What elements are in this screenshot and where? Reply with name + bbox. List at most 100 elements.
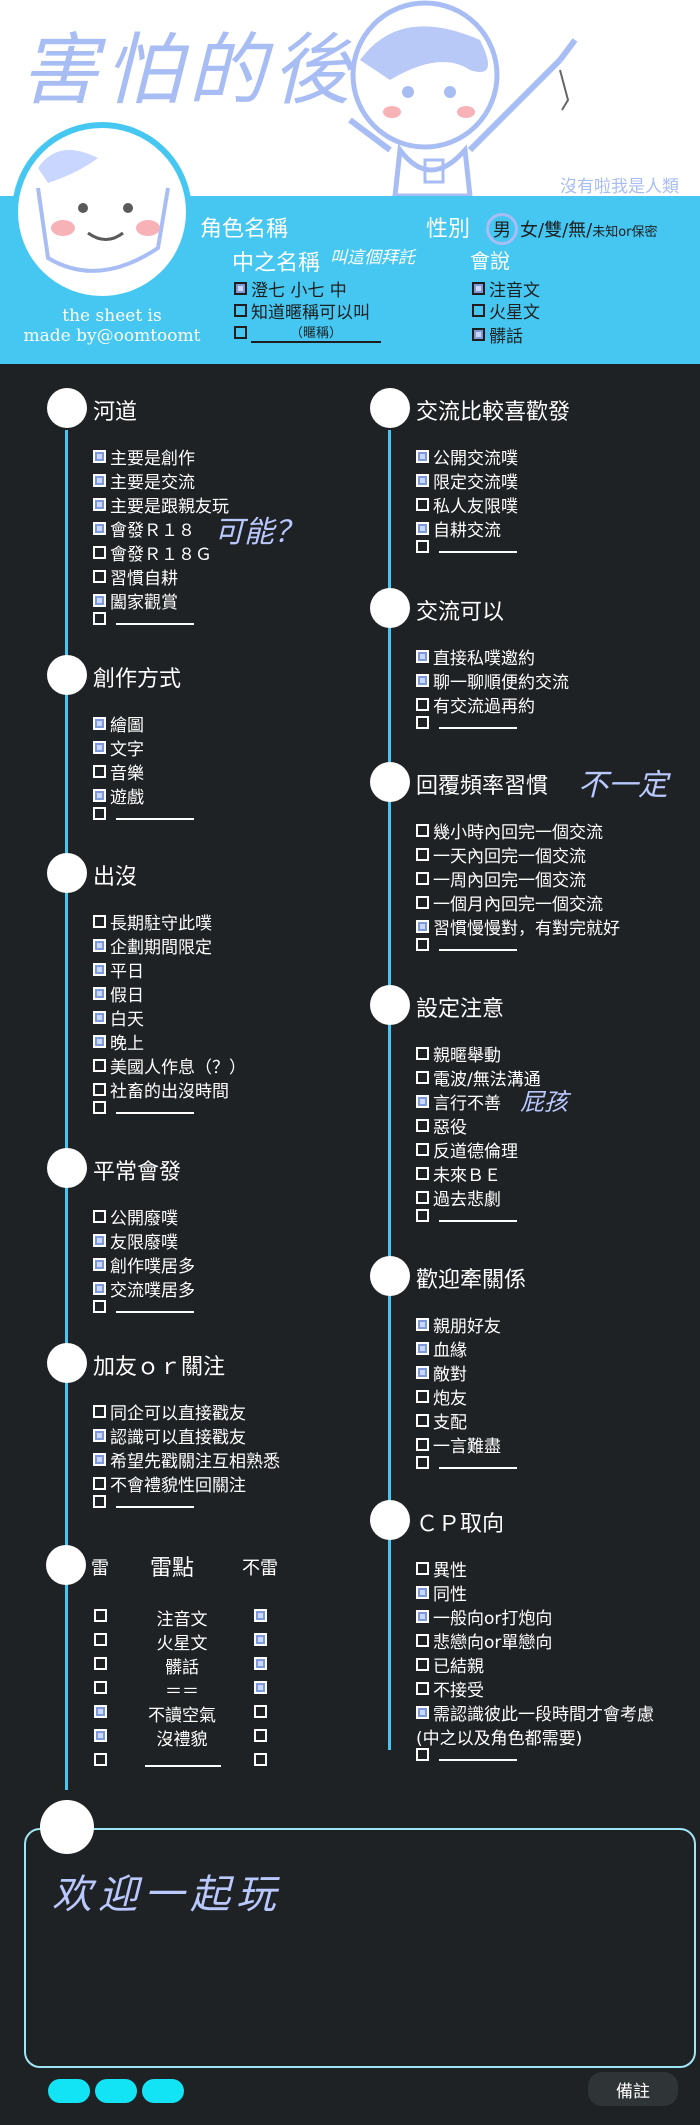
thunder-checkbox[interactable] <box>94 1657 107 1670</box>
checkbox[interactable] <box>93 1035 106 1048</box>
checkbox[interactable] <box>416 1610 429 1623</box>
blank-field[interactable] <box>439 1210 517 1222</box>
left-item[interactable]: 長期駐守此噗 <box>93 909 212 934</box>
ok-checkbox[interactable] <box>254 1609 267 1622</box>
checkbox[interactable] <box>416 938 429 951</box>
checkbox[interactable] <box>93 498 106 511</box>
blank-field[interactable] <box>439 717 517 729</box>
blank-field[interactable] <box>145 1749 221 1767</box>
checkbox[interactable] <box>93 1234 106 1247</box>
nickname-item-2[interactable]: （暱稱） <box>234 322 381 343</box>
pill-3[interactable] <box>142 2079 184 2103</box>
speak-item-1[interactable]: 火星文 <box>472 298 540 323</box>
right-item[interactable]: 一周內回完一個交流 <box>416 866 586 891</box>
checkbox[interactable] <box>416 1562 429 1575</box>
left-item[interactable] <box>93 612 194 625</box>
left-item[interactable]: 創作噗居多 <box>93 1252 195 1277</box>
thunder-checkbox[interactable] <box>94 1753 107 1766</box>
checkbox[interactable] <box>416 1438 429 1451</box>
pill-1[interactable] <box>48 2079 90 2103</box>
right-item[interactable] <box>416 540 517 553</box>
checkbox[interactable] <box>416 1706 429 1719</box>
checkbox[interactable] <box>93 450 106 463</box>
blank-field[interactable] <box>439 939 517 951</box>
left-item[interactable]: 遊戲 <box>93 783 144 808</box>
checkbox[interactable] <box>472 328 485 341</box>
nickname-item-0[interactable]: 澄七 小七 中 <box>234 276 347 301</box>
left-item[interactable]: 白天 <box>93 1005 144 1030</box>
avatar[interactable] <box>12 122 192 302</box>
right-item[interactable]: 自耕交流 <box>416 516 501 541</box>
checkbox[interactable] <box>93 594 106 607</box>
ok-checkbox[interactable] <box>254 1681 267 1694</box>
checkbox[interactable] <box>416 474 429 487</box>
checkbox[interactable] <box>472 282 485 295</box>
right-item[interactable]: 不接受 <box>416 1676 484 1701</box>
checkbox[interactable] <box>416 1342 429 1355</box>
ok-checkbox[interactable] <box>254 1705 267 1718</box>
thunder-checkbox[interactable] <box>94 1681 107 1694</box>
left-item[interactable] <box>93 1495 194 1508</box>
checkbox[interactable] <box>416 896 429 909</box>
checkbox[interactable] <box>416 1191 429 1204</box>
checkbox[interactable] <box>416 540 429 553</box>
thunder-checkbox[interactable] <box>94 1705 107 1718</box>
left-item[interactable]: 會發Ｒ１８ <box>93 516 195 541</box>
ok-checkbox[interactable] <box>254 1729 267 1742</box>
left-item[interactable]: 會發Ｒ１８Ｇ <box>93 540 212 565</box>
checkbox[interactable] <box>93 1101 106 1114</box>
right-item[interactable]: 限定交流噗 <box>416 468 518 493</box>
checkbox[interactable] <box>93 1059 106 1072</box>
right-item[interactable]: 過去悲劇 <box>416 1185 501 1210</box>
checkbox[interactable] <box>416 1682 429 1695</box>
checkbox[interactable] <box>93 939 106 952</box>
remarks-box[interactable]: 欢迎一起玩 <box>24 1828 696 2068</box>
right-item[interactable]: 反道德倫理 <box>416 1137 518 1162</box>
checkbox[interactable] <box>93 1282 106 1295</box>
ok-checkbox[interactable] <box>254 1753 267 1766</box>
right-item[interactable]: 異性 <box>416 1556 467 1581</box>
checkbox[interactable] <box>416 522 429 535</box>
left-item[interactable]: 闔家觀賞 <box>93 588 178 613</box>
right-item[interactable]: 一般向or打炮向 <box>416 1604 552 1629</box>
right-item[interactable]: 一言難盡 <box>416 1432 501 1457</box>
speak-item-2[interactable]: 髒話 <box>472 322 523 347</box>
right-item[interactable]: 電波/無法溝通 <box>416 1065 541 1090</box>
checkbox[interactable] <box>416 1167 429 1180</box>
gender-male-option[interactable]: 男 <box>486 213 518 245</box>
blank-field[interactable] <box>439 1749 517 1761</box>
left-item[interactable]: 認識可以直接戳友 <box>93 1423 246 1448</box>
checkbox[interactable] <box>93 1495 106 1508</box>
checkbox[interactable] <box>93 1300 106 1313</box>
checkbox[interactable] <box>416 1209 429 1222</box>
blank-field[interactable] <box>116 1496 194 1508</box>
checkbox[interactable] <box>93 963 106 976</box>
checkbox[interactable] <box>416 1390 429 1403</box>
right-item[interactable]: 親朋好友 <box>416 1312 501 1337</box>
checkbox[interactable] <box>416 1071 429 1084</box>
speak-item-0[interactable]: 注音文 <box>472 276 540 301</box>
right-item[interactable] <box>416 1748 517 1761</box>
ok-checkbox[interactable] <box>254 1633 267 1646</box>
left-item[interactable]: 希望先戳關注互相熟悉 <box>93 1447 280 1472</box>
checkbox[interactable] <box>234 326 247 339</box>
checkbox[interactable] <box>416 1586 429 1599</box>
checkbox[interactable] <box>416 1047 429 1060</box>
right-item[interactable]: 未來ＢＥ <box>416 1161 501 1186</box>
left-item[interactable]: 公開廢噗 <box>93 1204 178 1229</box>
right-item[interactable]: (中之以及角色都需要) <box>416 1724 582 1749</box>
right-item[interactable]: 私人友限噗 <box>416 492 518 517</box>
checkbox[interactable] <box>416 650 429 663</box>
checkbox[interactable] <box>93 741 106 754</box>
checkbox[interactable] <box>472 304 485 317</box>
blank-field[interactable] <box>116 613 194 625</box>
checkbox[interactable] <box>416 1414 429 1427</box>
right-item[interactable] <box>416 1456 517 1469</box>
ok-checkbox[interactable] <box>254 1657 267 1670</box>
checkbox[interactable] <box>416 674 429 687</box>
checkbox[interactable] <box>93 717 106 730</box>
left-item[interactable]: 文字 <box>93 735 144 760</box>
checkbox[interactable] <box>416 1456 429 1469</box>
left-item[interactable]: 同企可以直接戳友 <box>93 1399 246 1424</box>
right-item[interactable]: 敵對 <box>416 1360 467 1385</box>
